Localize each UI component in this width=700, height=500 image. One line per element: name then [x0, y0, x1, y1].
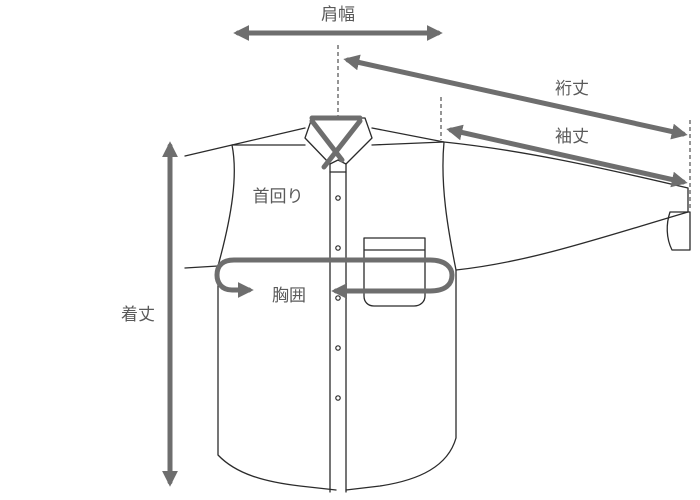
yoke-line	[231, 141, 445, 146]
right-cuff	[666, 211, 691, 251]
chest-label: 胸囲	[272, 286, 306, 306]
button	[335, 295, 341, 301]
yuki-length-arrow	[343, 54, 688, 140]
chest-pocket	[363, 237, 426, 307]
sleeve-length-label: 袖丈	[555, 127, 589, 147]
shoulder-width-label: 肩幅	[321, 5, 355, 25]
button	[335, 245, 341, 251]
button	[335, 195, 341, 201]
sleeve-length-arrow	[446, 124, 688, 188]
yuki-length-label: 裄丈	[555, 79, 589, 99]
button	[335, 395, 341, 401]
measurement-arrows	[161, 24, 688, 487]
buttons	[335, 195, 341, 401]
front-placket	[329, 171, 347, 493]
collar-band	[329, 163, 347, 173]
body-length-label: 着丈	[121, 305, 155, 325]
neck-label: 首回り	[253, 187, 304, 207]
neck-x-mark	[309, 115, 363, 170]
right-body-side	[345, 141, 457, 491]
button	[335, 345, 341, 351]
chest-loop-arrow	[214, 257, 455, 300]
shirt-outline	[184, 117, 691, 493]
